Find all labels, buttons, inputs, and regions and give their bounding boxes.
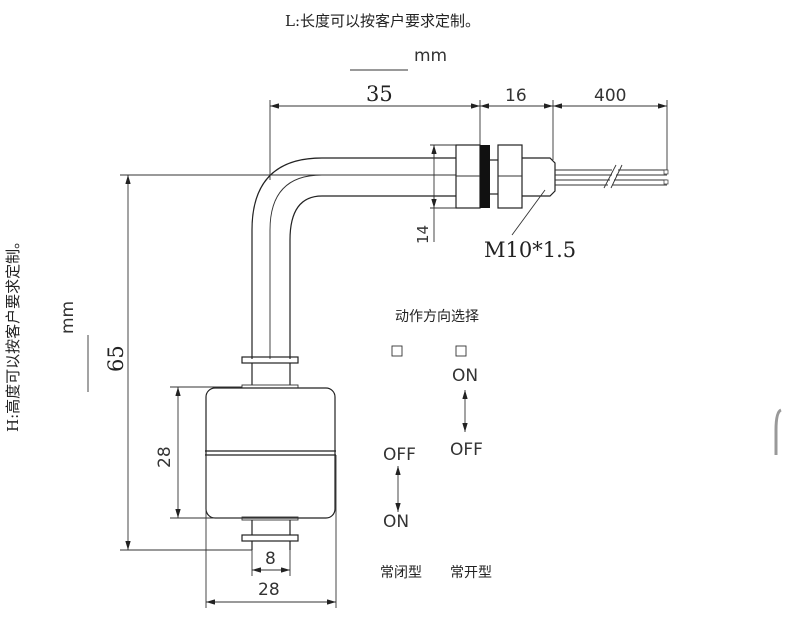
dim-14: 14 bbox=[414, 224, 432, 244]
unit-top: mm bbox=[414, 46, 448, 66]
edge-artifact bbox=[774, 408, 782, 455]
nut-dimension bbox=[430, 144, 456, 242]
float-body bbox=[205, 356, 336, 550]
action-symbols bbox=[391, 345, 468, 512]
dim-28-vertical: 28 bbox=[155, 446, 175, 468]
top-dimensions bbox=[269, 100, 668, 180]
no-label: 常开型 bbox=[450, 565, 492, 581]
nc-label: 常闭型 bbox=[380, 565, 422, 581]
height-note: H:高度可以按客户要求定制。 bbox=[4, 233, 22, 432]
diameter-dimensions bbox=[205, 455, 337, 608]
dim-8: 8 bbox=[265, 549, 276, 569]
no-checkbox bbox=[455, 345, 467, 357]
thread-spec: M10*1.5 bbox=[484, 238, 577, 262]
no-top-state: ON bbox=[452, 366, 479, 386]
nc-top-state: OFF bbox=[383, 445, 416, 465]
action-title: 动作方向选择 bbox=[395, 309, 479, 325]
dim-35: 35 bbox=[366, 82, 393, 106]
length-note: L:长度可以按客户要求定制。 bbox=[285, 12, 481, 30]
thread-leader bbox=[511, 189, 546, 236]
dim-400: 400 bbox=[594, 86, 627, 106]
no-bottom-state: OFF bbox=[450, 440, 483, 460]
nc-checkbox bbox=[391, 345, 403, 357]
dim-28-horizontal: 28 bbox=[258, 580, 280, 600]
dim-16: 16 bbox=[505, 86, 527, 106]
unit-left: mm bbox=[58, 300, 78, 334]
height-dimension bbox=[87, 174, 322, 551]
dim-65: 65 bbox=[104, 345, 128, 372]
stem-tube bbox=[251, 157, 456, 359]
cable-wires bbox=[555, 164, 669, 189]
nc-bottom-state: ON bbox=[383, 512, 410, 532]
mounting-nuts bbox=[455, 144, 556, 209]
